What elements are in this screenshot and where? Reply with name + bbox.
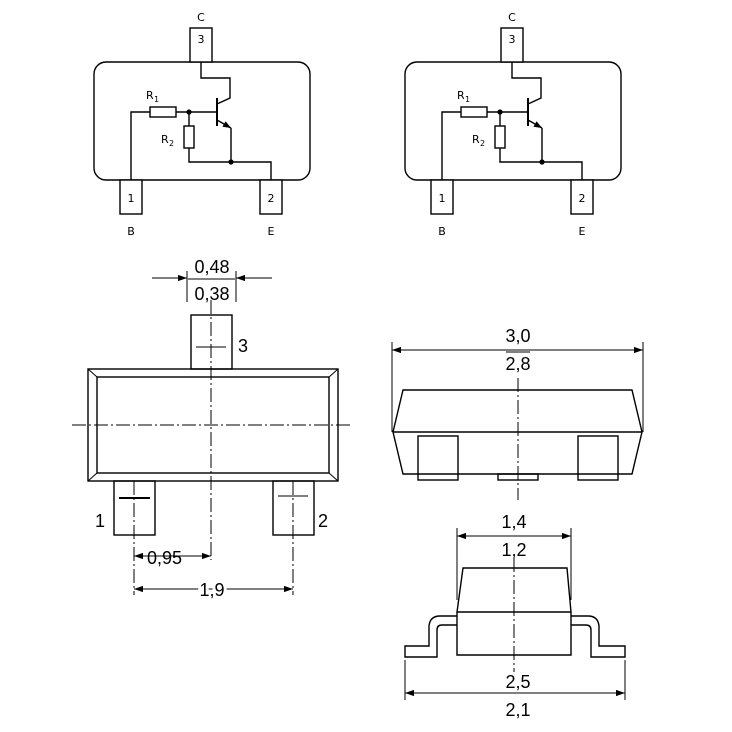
pin-name-collector: C <box>508 11 516 24</box>
top-pin-3-label: 3 <box>238 336 248 356</box>
overall-width-min-label: 2,1 <box>505 700 530 720</box>
body-width-max-label: 1,4 <box>501 512 526 532</box>
top-view: 0,48 0,38 3 1 2 0,95 1,9 <box>72 257 352 603</box>
pin-number-emitter: 2 <box>579 192 586 205</box>
end-lead-left <box>404 615 457 658</box>
end-lead-right <box>571 615 626 658</box>
pin-name-emitter: E <box>579 225 586 238</box>
pin-number-collector: 3 <box>198 33 205 46</box>
pitch-half-label: 0,95 <box>147 548 182 568</box>
overall-width-max-label: 2,5 <box>505 672 530 692</box>
length-max-label: 3,0 <box>505 326 530 346</box>
schematic-left: C 3 1 2 B E <box>94 11 310 238</box>
pin-number-emitter: 2 <box>268 192 275 205</box>
length-min-label: 2,8 <box>505 354 530 374</box>
side-lead-left <box>417 435 459 481</box>
side-view: 3,0 2,8 <box>391 326 644 500</box>
pin-number-collector: 3 <box>509 33 516 46</box>
pin-number-base: 1 <box>128 192 135 205</box>
pin-name-base: B <box>127 225 135 238</box>
pitch-full-label: 1,9 <box>199 580 224 600</box>
pin-name-base: B <box>438 225 446 238</box>
pin-name-collector: C <box>197 11 205 24</box>
top-pin-1-label: 1 <box>95 511 105 531</box>
lead-width-min-label: 0,38 <box>194 284 229 304</box>
schematic-right: C 3 1 2 B E <box>405 11 621 238</box>
lead-width-max-label: 0,48 <box>194 257 229 277</box>
pin-name-emitter: E <box>268 225 275 238</box>
end-view: 1,4 1,2 2,5 2,1 <box>404 512 626 720</box>
pin-number-base: 1 <box>439 192 446 205</box>
body-width-min-label: 1,2 <box>501 540 526 560</box>
side-lead-right <box>577 435 619 481</box>
top-pin-2-label: 2 <box>318 511 328 531</box>
